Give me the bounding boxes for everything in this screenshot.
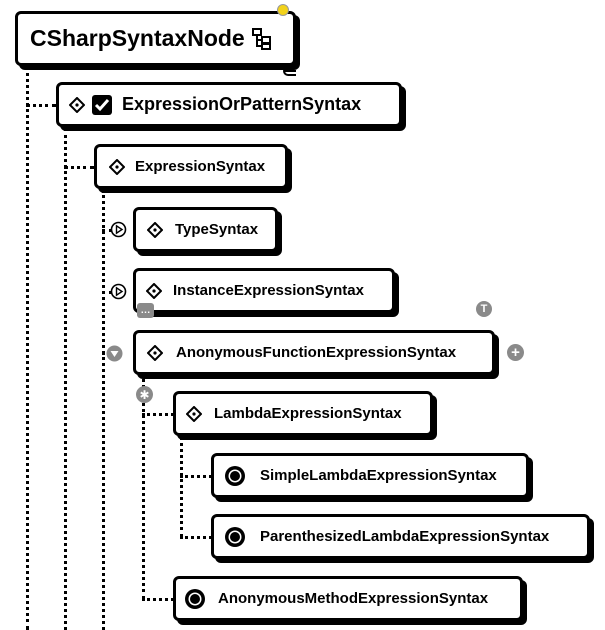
play-circle-icon: [110, 221, 127, 243]
node-parenthesized-lambda-expression-syntax[interactable]: ParenthesizedLambdaExpressionSyntax: [211, 514, 590, 559]
node-label: ExpressionOrPatternSyntax: [122, 94, 362, 114]
node-anonymous-method-expression-syntax[interactable]: AnonymousMethodExpressionSyntax: [173, 576, 523, 621]
play-circle-icon: [110, 283, 127, 305]
node-anonymous-function-expression-syntax[interactable]: AnonymousFunctionExpressionSyntax: [133, 330, 495, 375]
marker-dot: [277, 4, 289, 16]
node-type-syntax[interactable]: TypeSyntax: [133, 207, 278, 252]
hierarchy-icon: [251, 27, 273, 51]
diamond-icon: [69, 96, 85, 113]
branch-line: [26, 104, 56, 107]
node-label: AnonymousMethodExpressionSyntax: [218, 590, 489, 607]
asterisk-circle-icon: ✱: [136, 386, 153, 403]
tree-line-level3: [142, 372, 145, 600]
node-instance-expression-syntax[interactable]: InstanceExpressionSyntax: [133, 268, 395, 313]
branch-line: [142, 598, 174, 601]
node-label: AnonymousFunctionExpressionSyntax: [176, 344, 457, 361]
diamond-icon: [109, 158, 125, 175]
branch-line: [64, 166, 94, 169]
diamond-icon: [147, 221, 163, 238]
gear-circle-icon: [184, 588, 206, 610]
root-node-label: CSharpSyntaxNode: [30, 25, 245, 51]
branch-line: [180, 475, 212, 478]
branch-line: [142, 413, 174, 416]
tree-line-level4: [180, 436, 183, 538]
checkbox-icon: [91, 94, 113, 116]
node-label: ParenthesizedLambdaExpressionSyntax: [260, 528, 550, 545]
node-expression-syntax[interactable]: ExpressionSyntax: [94, 144, 288, 189]
diamond-icon: [146, 282, 162, 299]
branch-line: [102, 352, 110, 355]
node-label: ExpressionSyntax: [135, 158, 266, 175]
node-label: InstanceExpressionSyntax: [173, 282, 364, 299]
node-simple-lambda-expression-syntax[interactable]: SimpleLambdaExpressionSyntax: [211, 453, 529, 498]
diamond-icon: [147, 344, 163, 361]
node-label: TypeSyntax: [175, 221, 259, 238]
add-badge[interactable]: +: [507, 344, 524, 361]
more-badge[interactable]: …: [137, 303, 154, 318]
triangle-down-circle-icon: [106, 345, 123, 367]
root-node[interactable]: CSharpSyntaxNode: [15, 11, 296, 66]
node-label: LambdaExpressionSyntax: [214, 405, 402, 422]
tree-line-level1: [64, 128, 67, 630]
tree-line-root: [26, 66, 29, 630]
type-badge[interactable]: T: [476, 301, 492, 317]
branch-line: [102, 229, 112, 232]
tree-line-level2: [102, 190, 105, 630]
node-lambda-expression-syntax[interactable]: LambdaExpressionSyntax: [173, 391, 433, 436]
node-expression-or-pattern-syntax[interactable]: ExpressionOrPatternSyntax: [56, 82, 402, 127]
node-label: SimpleLambdaExpressionSyntax: [260, 467, 497, 484]
inherits-connector-icon: [282, 64, 298, 82]
branch-line: [180, 536, 212, 539]
diamond-icon: [186, 405, 202, 422]
gear-circle-icon: [224, 465, 246, 487]
gear-circle-icon: [224, 526, 246, 548]
branch-line: [102, 291, 112, 294]
